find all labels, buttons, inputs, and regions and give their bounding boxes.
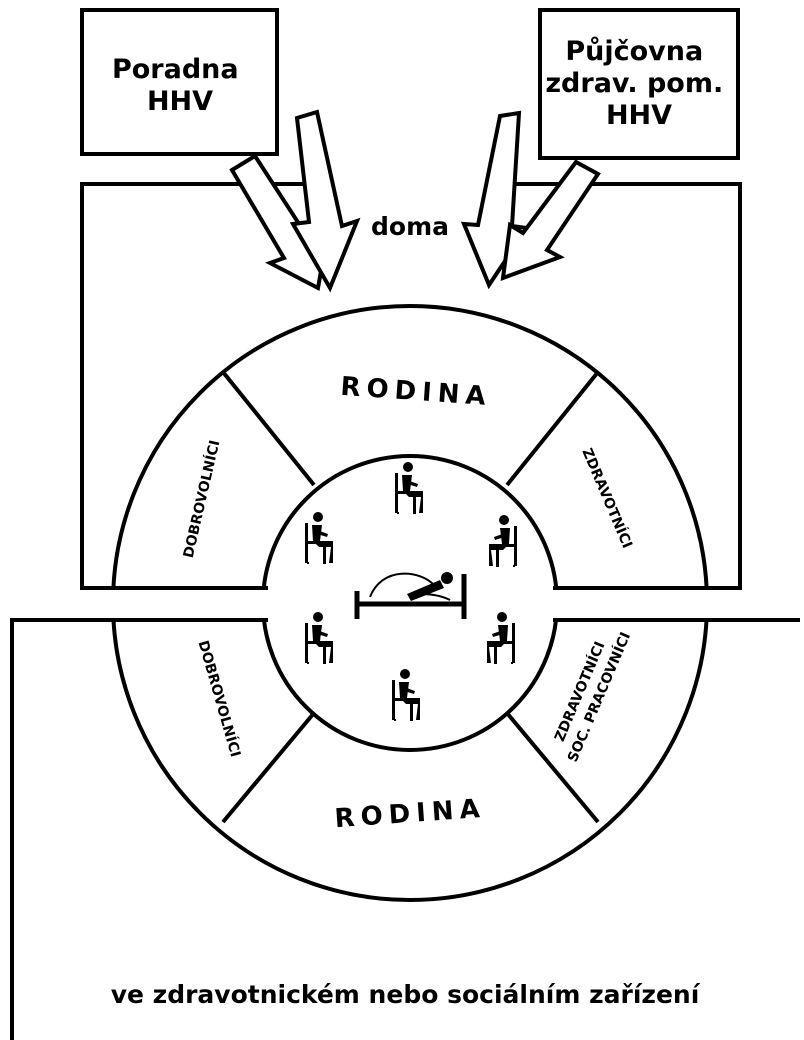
- poradna-label: Poradna HHV: [112, 54, 248, 117]
- bottom-family-label: RODINA: [334, 794, 487, 834]
- top-family-label: RODINA: [340, 372, 493, 412]
- seated-person-icon: [304, 511, 334, 564]
- pujcovna-line-1: Půjčovna: [565, 36, 703, 67]
- seated-person-icon: [304, 611, 334, 664]
- bottom-left-label: DOBROVOLNÍCI: [195, 639, 245, 759]
- poradna-box: [80, 8, 279, 156]
- seated-person-icon: [488, 514, 518, 567]
- poradna-line-2: HHV: [147, 86, 213, 117]
- ring-gap-right: [553, 590, 714, 618]
- top-left-label: DOBROVOLNÍCI: [180, 438, 224, 559]
- seated-person-icon: [394, 461, 424, 514]
- bed-patient-icon: [354, 572, 467, 619]
- segment-dividers: [221, 370, 600, 824]
- pujcovna-line-2: zdrav. pom.: [545, 68, 723, 99]
- seated-person-icon: [486, 611, 516, 664]
- pujcovna-box: [538, 8, 740, 160]
- arrow-right-outer: [500, 159, 601, 282]
- bottom-right-label: ZDRAVOTNÍCI SOC. PRACOVNÍCI: [546, 622, 635, 765]
- ring-edge-lines: [113, 586, 709, 622]
- home-label: doma: [371, 212, 449, 241]
- pujcovna-label: Půjčovna zdrav. pom. HHV: [545, 36, 732, 131]
- facility-label: ve zdravotnickém nebo sociálním zařízení: [111, 980, 701, 1009]
- ring-gap-left: [108, 590, 268, 618]
- seated-person-icon: [391, 668, 421, 721]
- arrow-left-inner: [289, 109, 361, 293]
- poradna-line-1: Poradna: [112, 54, 239, 85]
- pujcovna-line-3: HHV: [606, 100, 672, 131]
- top-right-label: ZDRAVOTNÍCI: [578, 446, 635, 551]
